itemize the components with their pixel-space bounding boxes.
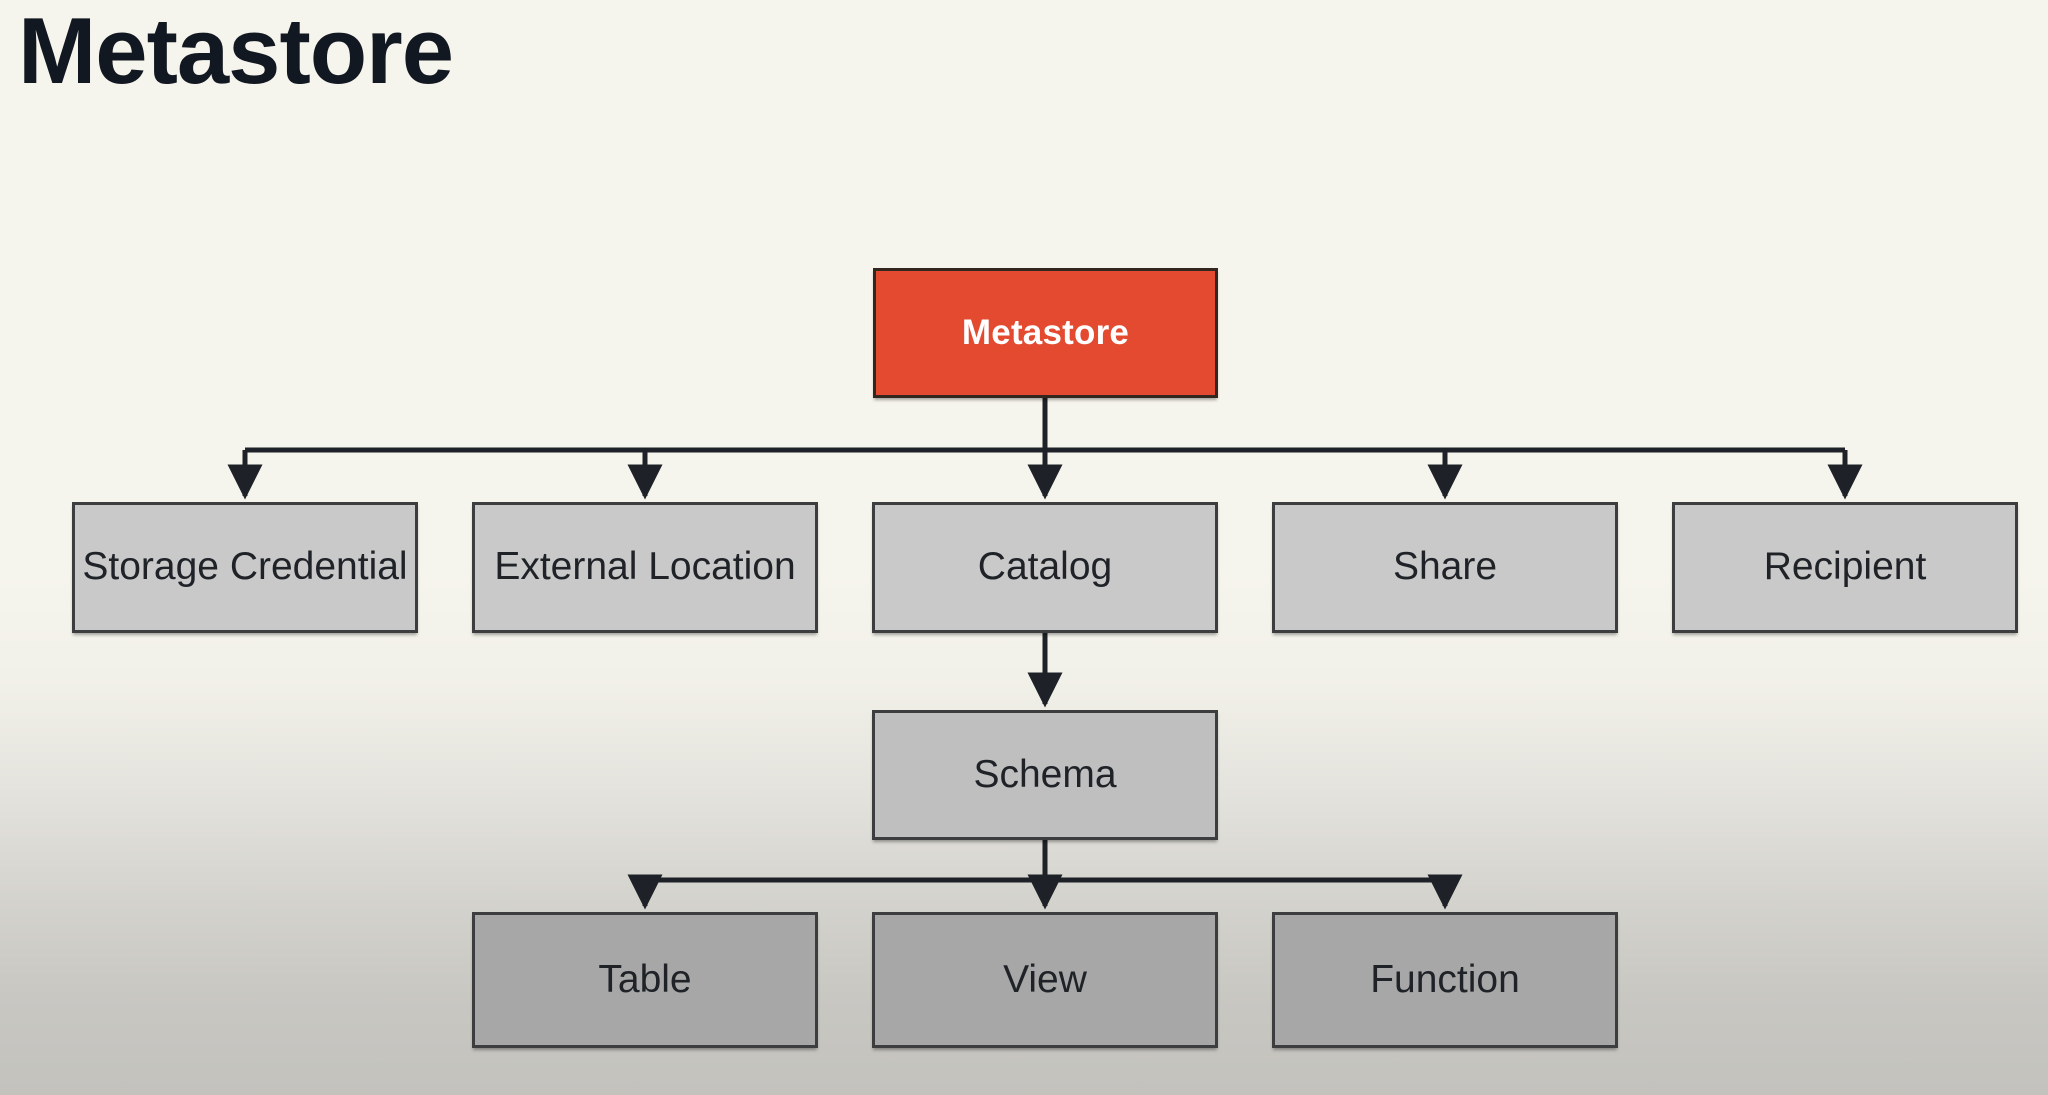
node-function[interactable]: Function — [1272, 912, 1618, 1048]
node-label: Table — [598, 957, 692, 1001]
node-label: Schema — [973, 752, 1117, 796]
node-label: Recipient — [1763, 545, 1927, 589]
node-storage-credential[interactable]: Storage Credential — [72, 502, 418, 633]
node-recipient[interactable]: Recipient — [1672, 502, 2018, 633]
node-schema[interactable]: Schema — [872, 710, 1218, 840]
node-external-location[interactable]: External Location — [472, 502, 818, 633]
node-label: Function — [1370, 957, 1520, 1001]
page-title: Metastore — [18, 0, 454, 103]
node-table[interactable]: Table — [472, 912, 818, 1048]
node-label: Storage Credential — [82, 545, 408, 589]
node-label: Catalog — [977, 545, 1113, 589]
node-share[interactable]: Share — [1272, 502, 1618, 633]
node-label: Share — [1392, 545, 1498, 589]
node-catalog[interactable]: Catalog — [872, 502, 1218, 633]
node-view[interactable]: View — [872, 912, 1218, 1048]
node-label: Metastore — [961, 312, 1130, 352]
node-label: External Location — [494, 545, 796, 589]
node-metastore[interactable]: Metastore — [873, 268, 1218, 398]
node-label: View — [1003, 957, 1087, 1001]
